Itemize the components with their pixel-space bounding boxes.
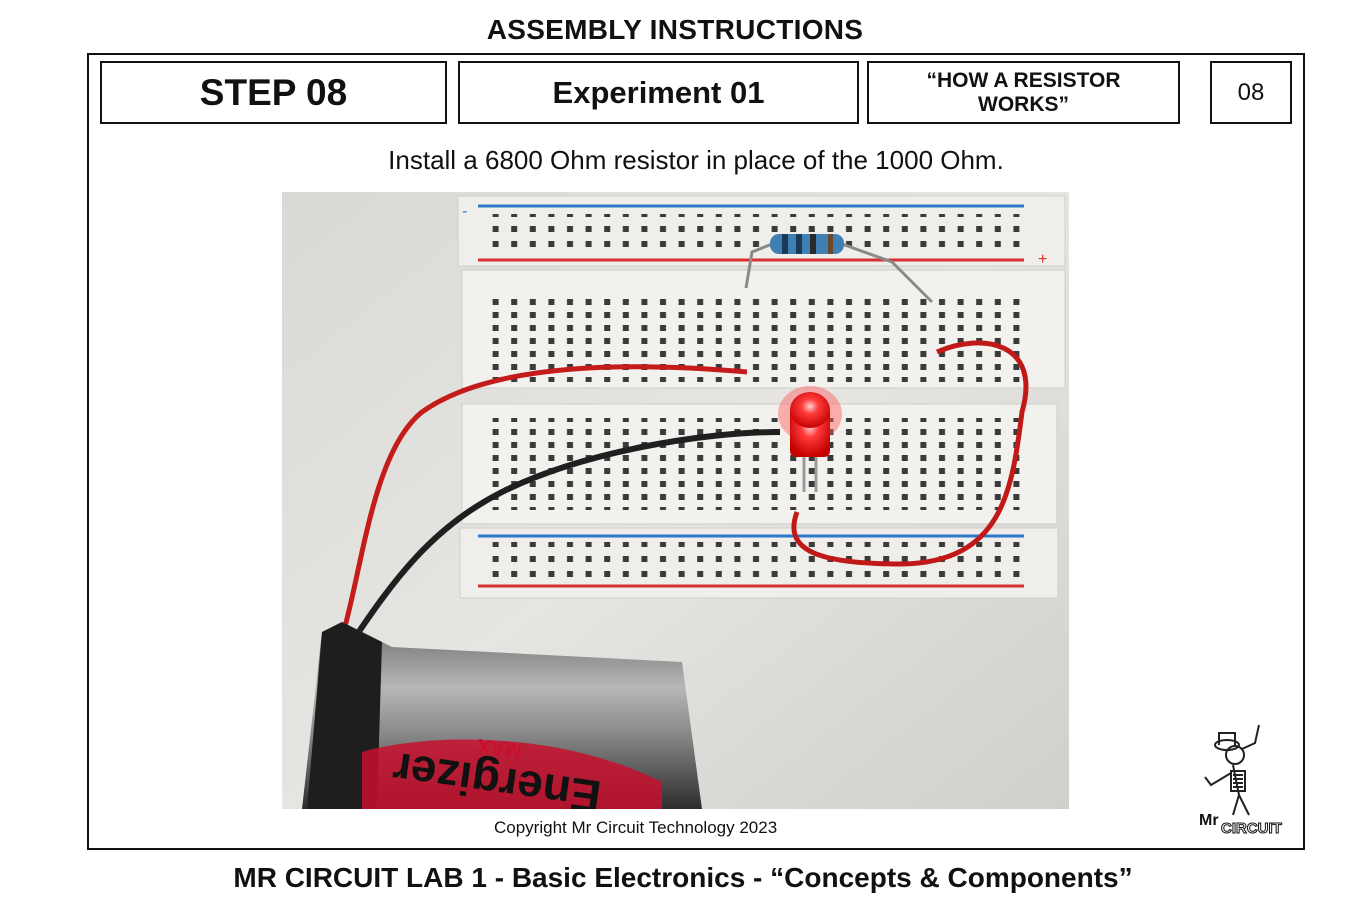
red-led xyxy=(778,386,842,492)
minus-sign: - xyxy=(462,203,467,220)
instruction-text: Install a 6800 Ohm resistor in place of … xyxy=(388,145,1004,175)
copyright-text: Copyright Mr Circuit Technology 2023 xyxy=(494,818,778,837)
breadboard-photo: - + xyxy=(282,192,1069,809)
red-battery-wire xyxy=(339,364,748,638)
experiment-label: Experiment 01 xyxy=(458,61,859,124)
page-title: ASSEMBLY INSTRUCTIONS xyxy=(486,14,864,45)
mr-circuit-logo: Mr CIRCUIT xyxy=(1199,724,1282,838)
page-number: 08 xyxy=(1210,61,1292,124)
svg-text:CIRCUIT: CIRCUIT xyxy=(1221,820,1282,837)
resistor xyxy=(744,234,934,304)
svg-text:Mr: Mr xyxy=(1199,812,1219,829)
black-battery-wire xyxy=(349,429,781,644)
plus-sign: + xyxy=(1038,251,1047,268)
step-label: STEP 08 xyxy=(100,61,447,124)
footer-title: MR CIRCUIT LAB 1 - Basic Electronics - “… xyxy=(233,862,1133,893)
instruction-frame: STEP 08 Experiment 01 “HOW A RESISTOR WO… xyxy=(87,53,1305,850)
battery-9v: Energizer MAX xyxy=(302,622,702,809)
red-jumper-wire xyxy=(791,340,1029,567)
experiment-title: “HOW A RESISTOR WORKS” xyxy=(867,61,1180,124)
